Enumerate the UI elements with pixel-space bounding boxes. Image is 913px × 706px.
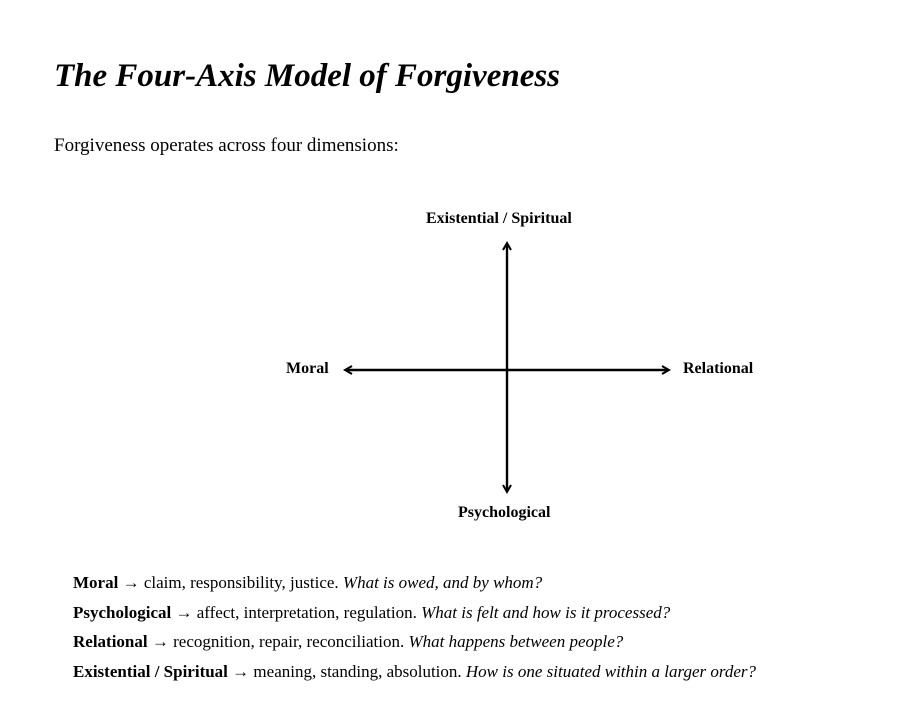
intro-text: Forgiveness operates across four dimensi… bbox=[54, 135, 399, 156]
legend-question: What is felt and how is it processed? bbox=[421, 602, 671, 622]
legend-term: Relational bbox=[73, 632, 148, 651]
legend-attributes: meaning, standing, absolution. bbox=[253, 661, 462, 681]
legend-arrow: → bbox=[122, 573, 140, 592]
axis-label-bottom: Psychological bbox=[458, 504, 551, 521]
legend-question: How is one situated within a larger orde… bbox=[465, 661, 757, 681]
legend-arrow: → bbox=[151, 632, 169, 651]
legend-row-existential: Existential / Spiritual → meaning, stand… bbox=[73, 661, 756, 691]
legend-arrow: → bbox=[175, 602, 193, 622]
legend-question: What happens between people? bbox=[408, 632, 624, 651]
legend-attributes: claim, responsibility, justice. bbox=[143, 573, 339, 592]
legend-term: Moral bbox=[73, 573, 119, 592]
page-title: The Four-Axis Model of Forgiveness bbox=[54, 58, 561, 94]
legend-attributes: recognition, repair, reconciliation. bbox=[173, 632, 405, 651]
axis-label-top: Existential / Spiritual bbox=[426, 210, 572, 227]
legend-term: Existential / Spiritual bbox=[73, 661, 228, 681]
legend-row-relational: Relational → recognition, repair, reconc… bbox=[73, 631, 756, 661]
legend-attributes: affect, interpretation, regulation. bbox=[196, 602, 417, 622]
legend-question: What is owed, and by whom? bbox=[342, 573, 543, 592]
legend-arrow: → bbox=[232, 661, 250, 681]
legend-row-psychological: Psychological → affect, interpretation, … bbox=[73, 602, 756, 632]
axis-label-right: Relational bbox=[683, 360, 754, 377]
axis-label-left: Moral bbox=[286, 360, 329, 377]
legend-row-moral: Moral → claim, responsibility, justice. … bbox=[73, 572, 756, 602]
dimension-legend: Moral → claim, responsibility, justice. … bbox=[73, 572, 756, 690]
legend-term: Psychological bbox=[73, 602, 172, 622]
